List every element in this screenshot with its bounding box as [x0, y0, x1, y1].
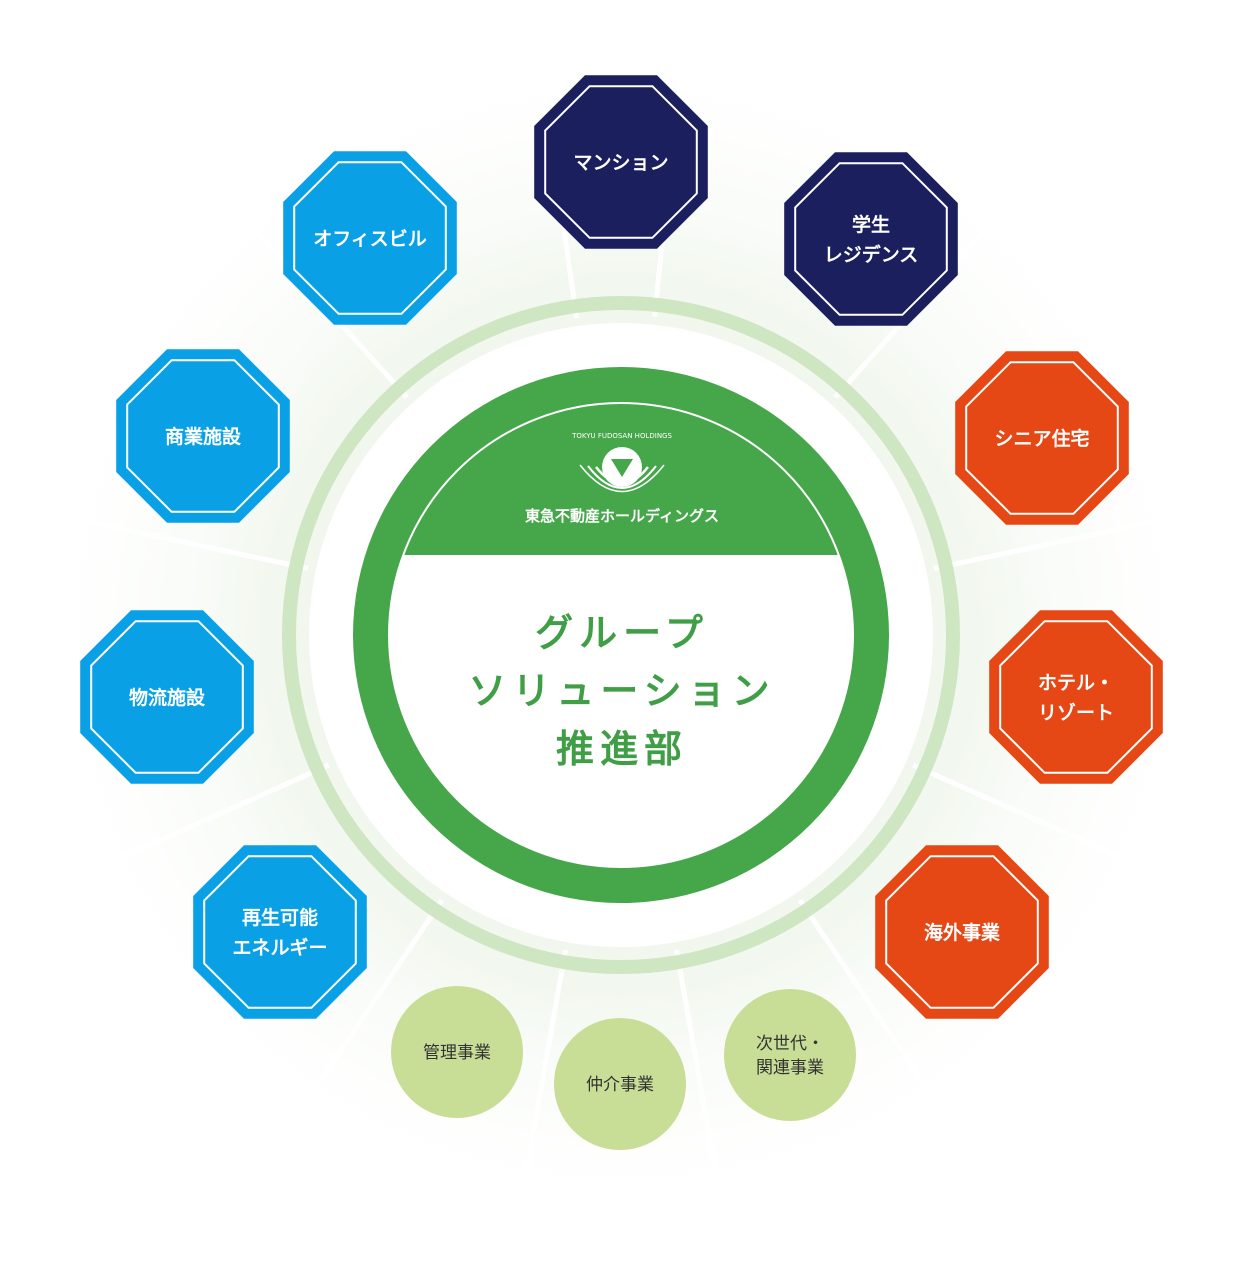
octagon-shape: [116, 349, 290, 523]
center-disc-outline: [388, 402, 854, 868]
divider-line: [674, 949, 732, 1247]
divider-line: [272, 898, 445, 1151]
octagon-inner-border: [544, 85, 698, 239]
center-title-line-3: 推進部: [556, 727, 688, 771]
divider-line: [797, 898, 970, 1151]
node-label: 学生: [852, 213, 890, 236]
node-label: ホテル・: [1038, 672, 1114, 694]
radial-dividers: [14, 18, 1228, 1247]
circle-label: 仲介事業: [586, 1075, 654, 1095]
node-management: 管理事業: [391, 986, 523, 1118]
node-overseas: 海外事業: [875, 845, 1049, 1019]
circle-label: 次世代・: [756, 1034, 824, 1054]
circle-shape: [391, 986, 523, 1118]
octagon-shape: [875, 845, 1049, 1019]
divider-line: [510, 949, 568, 1247]
divider-line: [14, 503, 309, 571]
octagon-shape: [784, 152, 958, 326]
node-label: エネルギー: [232, 937, 327, 959]
circle-label: 関連事業: [756, 1058, 824, 1078]
outer-ring: [282, 296, 960, 974]
node-label: 再生可能: [242, 906, 318, 929]
node-brokerage: 仲介事業: [554, 1018, 686, 1150]
node-commercial: 商業施設: [116, 349, 290, 523]
node-mansion: マンション: [534, 75, 708, 249]
divider-line: [912, 762, 1189, 890]
octagon-inner-border: [794, 162, 948, 316]
octagon-inner-border: [126, 359, 280, 513]
node-hotel-resort: ホテル・リゾート: [989, 610, 1163, 784]
node-label: 商業施設: [165, 425, 242, 448]
node-senior-housing: シニア住宅: [955, 351, 1129, 525]
brand-subtitle: TOKYU FUDOSAN HOLDINGS: [571, 432, 672, 440]
node-label: 海外事業: [924, 921, 1001, 944]
octagon-shape: [955, 351, 1129, 525]
octagon-inner-border: [293, 161, 447, 315]
node-label: リゾート: [1038, 702, 1114, 724]
octagon-shape: [989, 610, 1163, 784]
node-label: レジデンス: [824, 243, 919, 266]
node-next-gen: 次世代・関連事業: [724, 989, 856, 1121]
octagon-inner-border: [885, 855, 1039, 1009]
brand-name: 東急不動産ホールディングス: [525, 507, 719, 525]
circle-shape: [724, 989, 856, 1121]
octagon-inner-border: [90, 620, 244, 774]
octagon-shape: [193, 845, 367, 1019]
node-label: マンション: [573, 152, 668, 174]
divider-line: [53, 762, 330, 890]
circle-shape: [554, 1018, 686, 1150]
octagon-shape: [80, 610, 254, 784]
business-nodes: マンション学生レジデンスシニア住宅ホテル・リゾート海外事業再生可能エネルギー物流…: [80, 75, 1163, 1150]
octagon-inner-border: [965, 361, 1119, 515]
octagon-inner-border: [999, 620, 1153, 774]
node-label: 物流施設: [129, 686, 206, 709]
octagon-shape: [534, 75, 708, 249]
node-label: シニア住宅: [994, 427, 1089, 450]
tokyu-logo-icon: [579, 447, 665, 493]
octagon-shape: [283, 151, 457, 325]
node-office: オフィスビル: [283, 151, 457, 325]
center-title-line-2: ソリューション: [468, 669, 775, 713]
center-title-line-1: グループ: [535, 611, 709, 655]
node-label: オフィスビル: [313, 228, 427, 250]
octagon-inner-border: [203, 855, 357, 1009]
circle-label: 管理事業: [423, 1043, 491, 1063]
node-logistics: 物流施設: [80, 610, 254, 784]
divider-line: [933, 503, 1228, 571]
